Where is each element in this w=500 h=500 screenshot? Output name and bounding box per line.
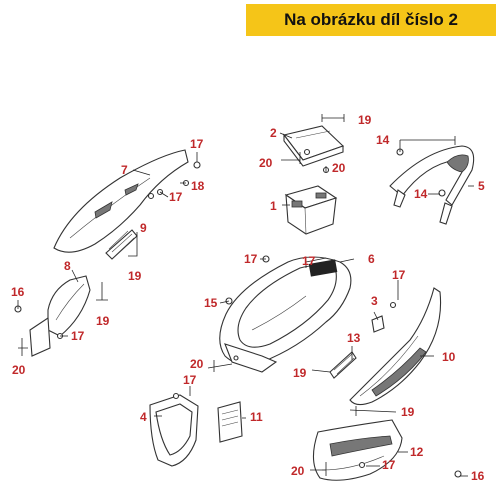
callout-label: 19 <box>401 405 415 419</box>
callout-label: 19 <box>96 314 110 328</box>
callout-label: 7 <box>121 163 128 177</box>
part-11-label-plate <box>217 401 243 443</box>
part-number-banner: Na obrázku díl číslo 2 <box>246 4 496 36</box>
callout-label: 15 <box>204 296 218 310</box>
callout-label: 14 <box>376 133 390 147</box>
callout-label: 4 <box>140 410 147 424</box>
part-5-grab-rail <box>389 145 475 225</box>
part-9-grille <box>105 229 138 260</box>
callout-label: 16 <box>11 285 25 299</box>
part-3-bracket <box>371 315 385 333</box>
callout-label: 17 <box>244 252 258 266</box>
callout-label: 19 <box>128 269 142 283</box>
callout-label: 17 <box>190 137 204 151</box>
callout-label: 20 <box>12 363 26 377</box>
callout-label: 17 <box>382 458 396 472</box>
part-2-cover <box>283 125 345 167</box>
callout-label: 16 <box>471 469 485 483</box>
callout-label: 19 <box>293 366 307 380</box>
callout-label: 9 <box>140 221 147 235</box>
part-8-inner-panel <box>29 275 91 357</box>
callout-label: 17 <box>183 373 197 387</box>
callout-label: 17 <box>302 254 316 268</box>
callout-label: 13 <box>347 331 361 345</box>
callout-label: 18 <box>191 179 205 193</box>
callout-label: 11 <box>250 410 263 424</box>
callout-label: 17 <box>392 268 406 282</box>
callout-label: 12 <box>410 445 424 459</box>
callout-label: 20 <box>332 161 346 175</box>
callout-label: 10 <box>442 350 456 364</box>
part-6-floor-panel <box>219 256 352 373</box>
callout-label: 2 <box>270 126 277 140</box>
part-10-side-cover <box>349 287 442 406</box>
callout-label: 20 <box>259 156 273 170</box>
callout-label: 20 <box>190 357 204 371</box>
callout-label: 8 <box>64 259 71 273</box>
callout-label: 20 <box>291 464 305 478</box>
part-7-side-cover <box>53 149 189 253</box>
callout-numbers: 1 2 3 4 5 6 7 8 9 10 11 12 13 14 14 15 1… <box>11 113 485 483</box>
callout-label: 6 <box>368 252 375 266</box>
callout-label: 19 <box>358 113 372 127</box>
callout-label: 14 <box>414 187 428 201</box>
part-1-battery-box <box>284 185 338 235</box>
part-13-grille <box>329 351 357 379</box>
callout-label: 5 <box>478 179 485 193</box>
callout-label: 3 <box>371 294 378 308</box>
callout-label: 17 <box>71 329 85 343</box>
part-12-lower-cover <box>312 419 403 481</box>
callout-label: 17 <box>169 190 183 204</box>
part-4-lower-cover <box>149 394 199 467</box>
callout-label: 1 <box>270 199 277 213</box>
leader-lines <box>17 114 474 477</box>
